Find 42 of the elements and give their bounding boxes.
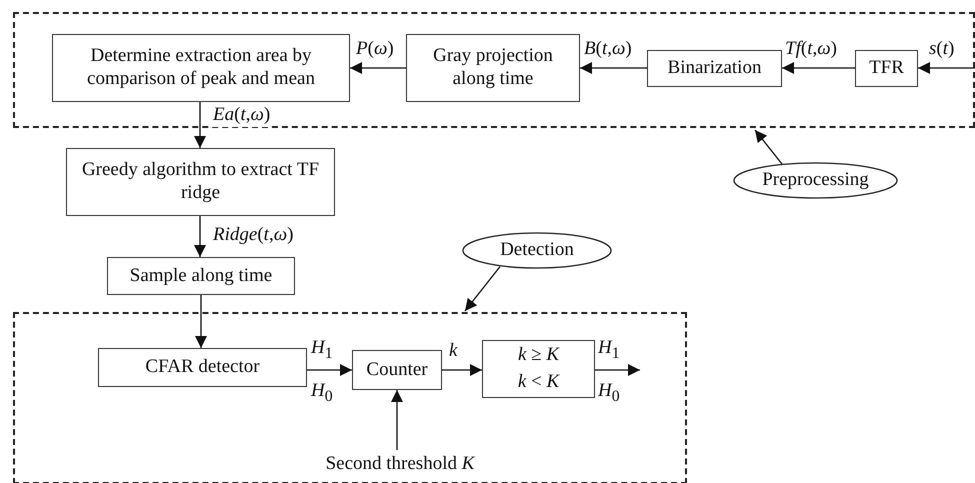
box-text: Counter xyxy=(365,358,429,382)
arrow xyxy=(442,364,482,376)
edge-label: Ridge(t,ω) xyxy=(212,224,294,247)
process-box xyxy=(482,340,595,398)
box-text: TFR xyxy=(868,57,905,80)
process-box xyxy=(647,50,782,87)
process-box xyxy=(66,148,335,216)
box-text: Gray projection along time xyxy=(432,45,554,91)
process-box xyxy=(406,34,580,102)
box-text: Sample along time xyxy=(128,264,274,288)
input-text: Second threshold K xyxy=(285,450,515,478)
ellipse-callout: Preprocessing xyxy=(733,162,898,199)
arrow xyxy=(194,102,206,148)
arrow xyxy=(195,295,207,348)
dashed-group-frame xyxy=(13,12,975,128)
arrow xyxy=(782,62,855,74)
process-box xyxy=(352,350,442,390)
edge-label: B(t,ω) xyxy=(583,38,633,61)
edge-label: Tf(t,ω) xyxy=(784,38,838,61)
process-box xyxy=(52,34,350,102)
arrow xyxy=(350,62,406,74)
process-box xyxy=(107,257,295,295)
box-text: Determine extraction area by comparison of peak and mean xyxy=(86,45,316,91)
process-box xyxy=(855,50,918,87)
arrow xyxy=(754,130,782,164)
arrow xyxy=(580,62,647,74)
process-box xyxy=(98,348,307,387)
arrow xyxy=(194,216,206,257)
box-text: k < K xyxy=(516,371,561,394)
arrow xyxy=(307,364,352,376)
ellipse-callout: Detection xyxy=(462,232,612,269)
box-text: CFAR detector xyxy=(144,356,261,379)
arrow xyxy=(464,266,501,312)
arrow xyxy=(595,364,640,376)
edge-label: s(t) xyxy=(928,38,956,61)
arrow xyxy=(391,390,403,450)
box-text: Greedy algorithm to extract TF ridge xyxy=(80,159,320,205)
box-text: Binarization xyxy=(666,57,762,80)
edge-label: P(ω) xyxy=(355,38,395,61)
arrow xyxy=(918,62,975,74)
edge-label: Ea(t,ω) xyxy=(212,104,272,127)
box-text: k ≥ K xyxy=(516,344,561,367)
